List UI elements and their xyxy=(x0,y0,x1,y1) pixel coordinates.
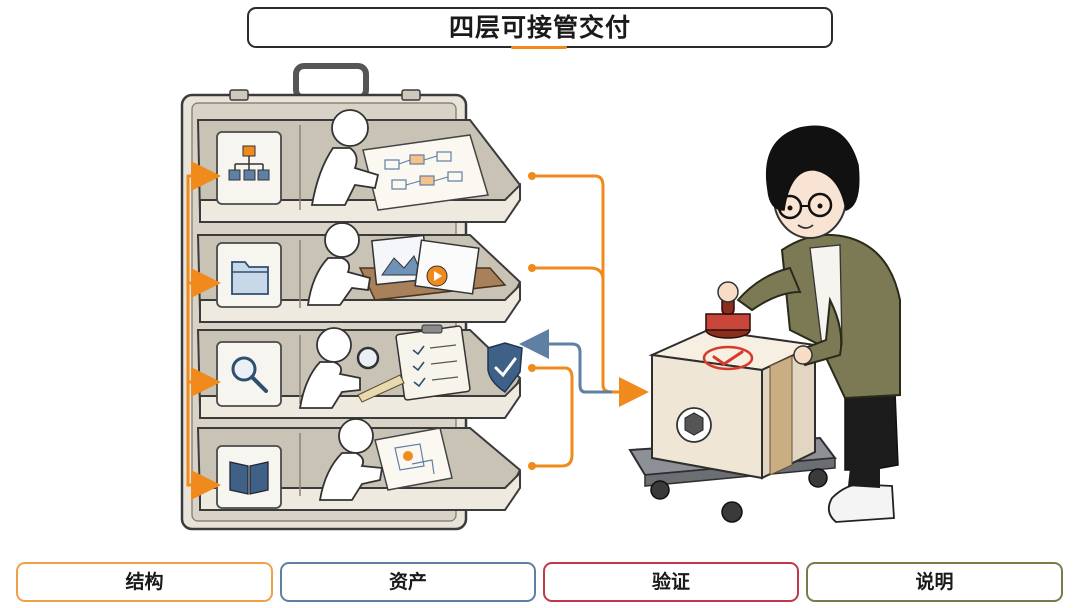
boy-character xyxy=(736,125,901,523)
layer-link-bracket xyxy=(186,161,221,500)
shield-icon xyxy=(487,342,523,394)
media-box xyxy=(358,234,507,301)
checklist-clipboard xyxy=(357,324,471,403)
label-assets-text: 资产 xyxy=(388,571,427,593)
label-structure: 结构 xyxy=(16,562,273,602)
worker-figure-3 xyxy=(298,327,380,409)
label-verification: 验证 xyxy=(543,562,799,602)
title-underline xyxy=(511,46,567,49)
book-icon xyxy=(216,445,282,509)
magnifier-icon xyxy=(216,341,282,407)
label-assets: 资产 xyxy=(280,562,536,602)
folder-icon xyxy=(216,242,282,308)
worker-figure-1 xyxy=(310,109,380,206)
worker-figure-2 xyxy=(306,222,372,306)
rubber-stamp xyxy=(705,281,751,339)
label-structure-text: 结构 xyxy=(125,571,164,593)
diagram-sheet xyxy=(374,427,453,491)
label-documentation-text: 说明 xyxy=(915,571,954,593)
hierarchy-icon xyxy=(216,131,282,205)
label-documentation: 说明 xyxy=(806,562,1063,602)
title-banner: 四层可接管交付 xyxy=(247,7,833,49)
page-title: 四层可接管交付 xyxy=(448,13,631,42)
label-verification-text: 验证 xyxy=(651,571,690,593)
handoff-arrows xyxy=(519,172,649,470)
worker-figure-4 xyxy=(318,418,384,501)
flowchart-sheet xyxy=(362,134,489,211)
delivery-box xyxy=(648,328,819,480)
